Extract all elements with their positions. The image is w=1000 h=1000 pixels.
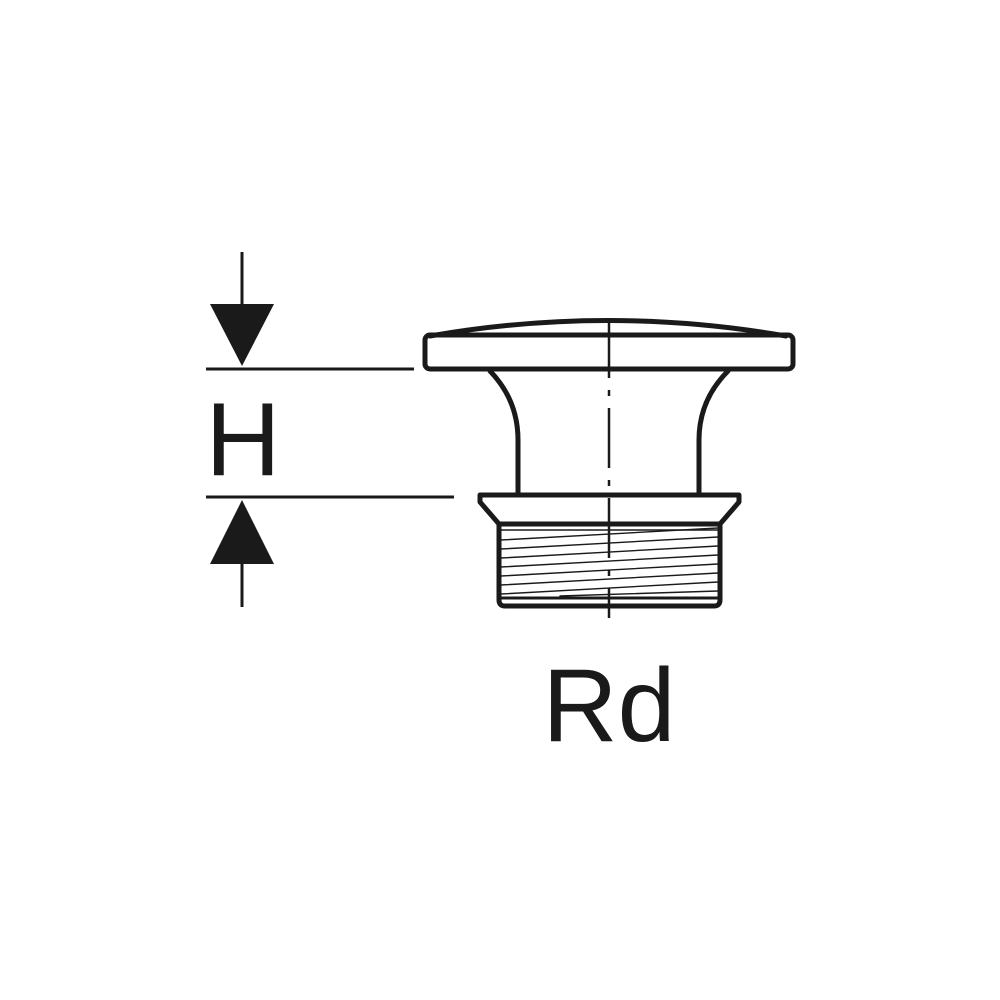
bottom-arrow-icon bbox=[210, 500, 274, 564]
top-arrow-icon bbox=[210, 304, 274, 366]
height-label: H bbox=[205, 382, 280, 498]
fitting bbox=[422, 318, 796, 618]
thread-size-label: Rd bbox=[543, 648, 676, 764]
neck-left bbox=[487, 368, 521, 498]
height-dimension bbox=[206, 252, 454, 607]
neck-right bbox=[696, 368, 731, 498]
